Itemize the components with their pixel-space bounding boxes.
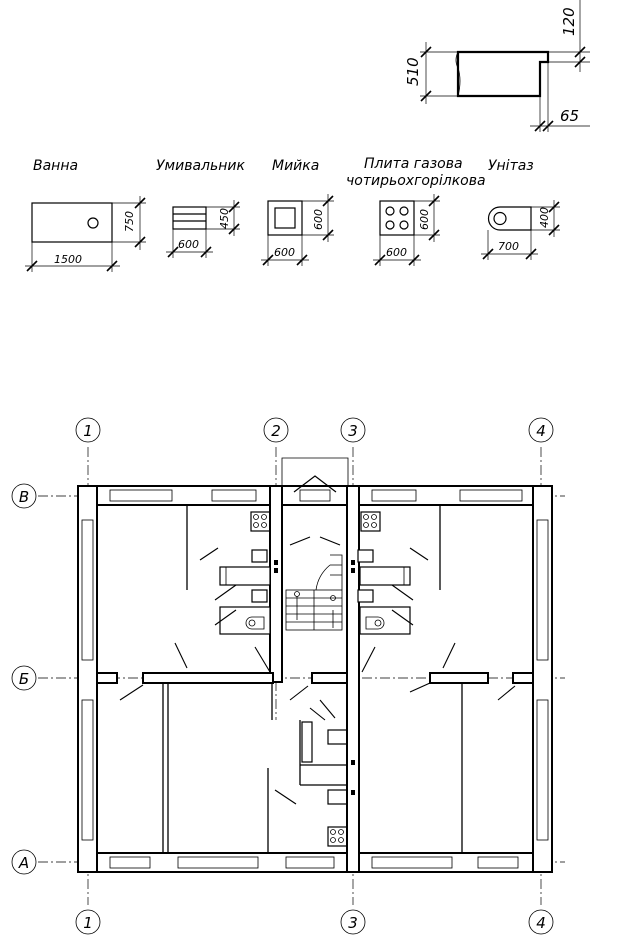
axis-marker-top-2 <box>263 417 289 443</box>
dim-65-text: 65 <box>560 107 579 125</box>
toilet-depth-text: 400 <box>538 207 551 228</box>
dim-120-text: 120 <box>560 7 578 36</box>
axis-marker-bottom-4 <box>528 909 554 935</box>
stair-wall-left <box>269 485 283 683</box>
axis-bottom-4-text: 4 <box>536 914 546 932</box>
axis-marker-top-3 <box>340 417 366 443</box>
sink-symbol <box>267 200 303 236</box>
washbasin-depth-text: 450 <box>218 208 231 229</box>
axis-marker-left-b <box>11 665 37 691</box>
stove-symbol <box>379 200 415 236</box>
axis-top-4-text: 4 <box>536 422 546 440</box>
floor-plan <box>38 447 565 905</box>
stair-wall-right <box>346 485 360 873</box>
dim-510-text: 510 <box>404 57 422 86</box>
axis-top-1-text: 1 <box>83 422 93 440</box>
stove-burner <box>385 220 395 230</box>
axis-marker-left-v <box>11 483 37 509</box>
axis-marker-left-a <box>11 849 37 875</box>
bath-label: Ванна <box>33 158 78 174</box>
interior-wall-middle-left <box>142 672 274 684</box>
axis-marker-bottom-1 <box>75 909 101 935</box>
stove-in-plan <box>250 511 381 847</box>
toilet-label: Унітаз <box>488 158 534 174</box>
sink-label: Мийка <box>272 158 319 174</box>
staircase <box>285 554 343 631</box>
interior-wall-middle-center <box>311 672 348 684</box>
wall-section-outline <box>456 50 550 98</box>
axis-marker-top-4 <box>528 417 554 443</box>
axis-bottom-3-text: 3 <box>348 914 358 932</box>
washbasin-label: Умивальник <box>156 158 245 174</box>
stove-width-text: 600 <box>386 246 407 259</box>
entrance-canopy <box>281 457 349 485</box>
sink-depth-text: 600 <box>312 209 325 230</box>
toilet-symbol <box>487 206 532 231</box>
axis-top-3-text: 3 <box>348 422 358 440</box>
toilet-left <box>245 616 265 630</box>
axis-marker-top-1 <box>75 417 101 443</box>
washbasin-width-text: 600 <box>178 238 199 251</box>
axis-bottom-1-text: 1 <box>83 914 93 932</box>
interior-wall-middle-right <box>429 672 489 684</box>
axis-top-2-text: 2 <box>271 422 281 440</box>
entrance-door <box>293 475 337 493</box>
bath-drain <box>87 217 99 229</box>
axis-left-b-text: Б <box>19 670 29 688</box>
bath-width-text: 1500 <box>54 253 82 266</box>
axis-markers: 1 2 3 4 1 3 4 В Б А <box>11 417 554 935</box>
washbasin-symbol <box>172 206 207 230</box>
stove-burner <box>399 220 409 230</box>
stove-burner <box>385 206 395 216</box>
axis-marker-bottom-3 <box>340 909 366 935</box>
stove-depth-text: 600 <box>418 209 431 230</box>
stove-burner <box>399 206 409 216</box>
door-swings <box>119 536 516 805</box>
toilet-width-text: 700 <box>498 240 519 253</box>
sink-width-text: 600 <box>274 246 295 259</box>
axis-left-a-text: А <box>18 854 29 872</box>
toilet-right <box>365 616 385 630</box>
bath-symbol <box>31 202 113 243</box>
wall-break-line <box>455 51 461 97</box>
stove-label-line1: Плита газова <box>364 156 463 172</box>
fixture-legend: Ванна 750 1500 Умивальник 450 600 Мийка <box>25 156 560 272</box>
wall-detail: 510 120 65 <box>404 0 590 132</box>
bath-depth-text: 750 <box>123 211 136 232</box>
stove-label-line2: чотирьохгорілкова <box>346 173 486 189</box>
axis-left-v-text: В <box>19 488 29 506</box>
